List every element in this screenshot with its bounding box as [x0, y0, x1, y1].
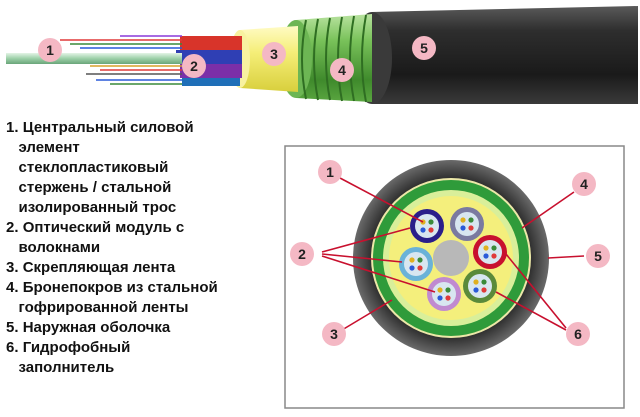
legend-item: 5. Наружная оболочка	[6, 319, 171, 336]
module-tube	[463, 269, 497, 303]
marker-binder-tape: 3	[262, 42, 286, 66]
central-member	[433, 240, 469, 276]
marker-optical-module: 2	[182, 54, 206, 78]
section-marker-2: 2	[290, 242, 314, 266]
central-strength-member	[6, 53, 182, 64]
section-marker-3: 3	[322, 322, 346, 346]
cable-side-view	[6, 6, 638, 104]
marker-armor: 4	[330, 58, 354, 82]
section-marker-5: 5	[586, 244, 610, 268]
legend-item: 3. Скрепляющая лента	[6, 259, 176, 276]
marker-strength-member: 1	[38, 38, 62, 62]
section-marker-4: 4	[572, 172, 596, 196]
section-marker-6: 6	[566, 322, 590, 346]
module-tube	[427, 277, 461, 311]
module-tube	[450, 207, 484, 241]
fibers	[60, 35, 182, 85]
leader-lines	[321, 177, 585, 331]
outer-sheath	[362, 6, 638, 104]
module-tube	[399, 247, 433, 281]
module-tube	[473, 235, 507, 269]
marker-outer-sheath: 5	[412, 36, 436, 60]
fiber-dots	[409, 217, 497, 301]
section-marker-1: 1	[318, 160, 342, 184]
cross-section	[353, 160, 549, 356]
module-tube	[410, 209, 444, 243]
module-tubes	[399, 207, 507, 311]
